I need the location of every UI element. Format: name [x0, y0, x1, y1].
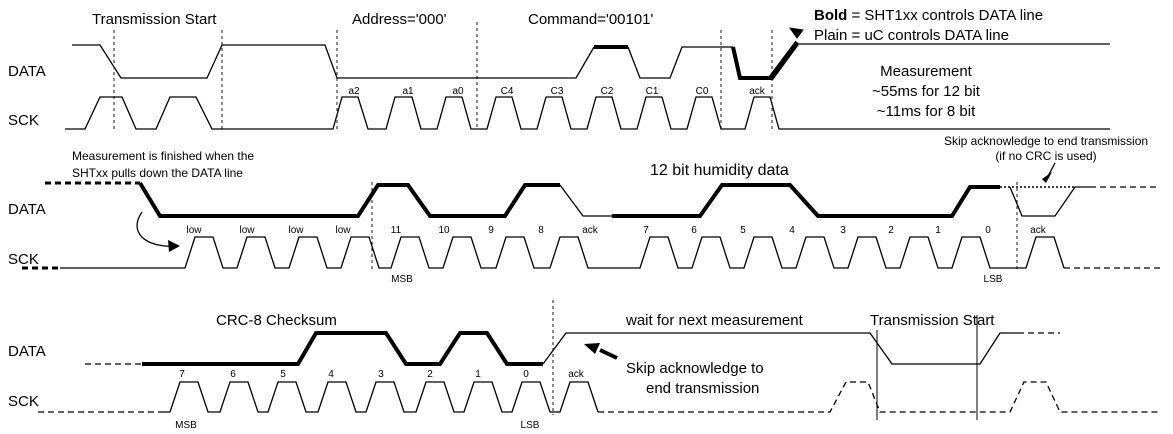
row3-bit-4: 4: [328, 369, 334, 380]
row1-sck: [65, 96, 1110, 130]
row2-data-label: DATA: [8, 201, 46, 218]
row1-bit-a1: a1: [402, 86, 414, 97]
row3-sck-label: SCK: [8, 393, 39, 410]
row-2-humidity: DATA SCK Measurement is finished when th…: [8, 149, 1160, 285]
row1-data-plain-a: [72, 44, 595, 79]
row2-bit-6: 6: [691, 225, 697, 236]
row3-lsb-label: LSB: [521, 420, 540, 431]
row2-bit-ack-2: ack: [1030, 225, 1047, 236]
legend-bold-rest: = SHT1xx controls DATA line: [847, 7, 1043, 24]
row2-bit-9: 9: [488, 225, 494, 236]
row1-data-label: DATA: [8, 63, 46, 80]
row3-data-bold: [142, 331, 543, 366]
row2-bit-low-3: low: [288, 225, 304, 236]
row1-bit-c3: C3: [551, 86, 564, 97]
row2-sck-label: SCK: [8, 251, 39, 268]
row3-skip-ack-pointer: [599, 348, 618, 360]
row1-skip-ack-note-2: (if no CRC is used): [995, 149, 1096, 163]
row1-measurement-12bit: ~55ms for 12 bit: [872, 83, 981, 100]
row2-humidity-title: 12 bit humidity data: [650, 162, 789, 179]
row1-data-bold-ack: [731, 42, 799, 80]
row3-skip-ack-note-2: end transmission: [646, 380, 759, 397]
row3-bit-1: 1: [475, 369, 481, 380]
row2-lsb-label: LSB: [984, 274, 1003, 285]
row2-bit-3: 3: [840, 225, 846, 236]
row3-bit-5: 5: [280, 369, 286, 380]
legend-bold-key: Bold: [814, 7, 847, 24]
row3-bit-0: 0: [523, 369, 529, 380]
row2-bit-low-4: low: [335, 225, 351, 236]
row3-skip-ack-note: Skip acknowledge to: [626, 360, 764, 377]
row2-bit-8: 8: [538, 225, 544, 236]
row-3-crc: DATA SCK CRC-8 Checksum wait for next me…: [8, 300, 1160, 431]
row2-bit-11: 11: [391, 225, 402, 236]
row1-bit-a0: a0: [452, 86, 464, 97]
row-1-command: DATA SCK Transmission Start Address='000…: [8, 11, 1148, 163]
legend-plain-line: Plain = uC controls DATA line: [814, 27, 1009, 44]
row3-bit-7: 7: [179, 369, 185, 380]
row2-bit-0: 0: [985, 225, 991, 236]
row1-bit-c2: C2: [601, 86, 614, 97]
row2-bit-10: 10: [438, 225, 450, 236]
row2-bit-2: 2: [888, 225, 894, 236]
row3-bit-3: 3: [378, 369, 384, 380]
row1-bit-c0: C0: [696, 86, 709, 97]
row1-measurement-title: Measurement: [880, 63, 973, 80]
row2-bit-low-1: low: [186, 225, 202, 236]
row2-bit-4: 4: [789, 225, 795, 236]
row1-bit-ack: ack: [749, 86, 766, 97]
row2-bit-5: 5: [740, 225, 746, 236]
row2-skip-ack-pointer: [1045, 162, 1056, 181]
row3-bit-ack: ack: [568, 369, 585, 380]
row3-sck-dashed-end: [598, 381, 1160, 413]
row3-bit-6: 6: [230, 369, 236, 380]
row2-bit-7: 7: [643, 225, 649, 236]
row2-curved-arrowhead: [168, 240, 180, 252]
row3-skip-ack-arrowhead: [584, 343, 600, 354]
row1-bit-c1: C1: [646, 86, 659, 97]
row2-data-bold-b: [612, 183, 1000, 218]
row2-bit-ack-1: ack: [582, 225, 599, 236]
row3-transmission-start: Transmission Start: [870, 312, 995, 329]
row3-crc-title: CRC-8 Checksum: [216, 312, 337, 329]
row2-bit-low-2: low: [239, 225, 255, 236]
row2-data-plain-ack: [559, 184, 612, 217]
row1-transmission-start: Transmission Start: [92, 11, 217, 28]
row3-bit-2: 2: [427, 369, 433, 380]
row3-data-label: DATA: [8, 343, 46, 360]
row3-msb-label: MSB: [175, 420, 197, 431]
row3-sck: [160, 381, 599, 413]
legend: Bold = SHT1xx controls DATA line Plain =…: [768, 7, 1043, 80]
legend-arrowhead: [788, 27, 804, 39]
row3-data-plain: [542, 332, 1018, 365]
row2-finished-note: Measurement is finished when the: [72, 149, 254, 163]
row2-bit-1: 1: [935, 225, 941, 236]
legend-bold-line: Bold = SHT1xx controls DATA line: [814, 7, 1043, 24]
row1-sck-label: SCK: [8, 112, 39, 129]
row1-address: Address='000': [352, 11, 447, 28]
row3-wait: wait for next measurement: [625, 312, 804, 329]
row2-curved-arrow: [136, 211, 177, 247]
row1-data-plain-b: [627, 46, 733, 79]
row1-measurement-8bit: ~11ms for 8 bit: [877, 103, 976, 120]
row2-data-bold-a: [138, 181, 560, 218]
row2-data-plain-end: [1009, 186, 1090, 217]
row1-bit-a2: a2: [348, 86, 360, 97]
row2-sck: [60, 236, 1065, 269]
row1-bit-c4: C4: [501, 86, 514, 97]
row1-skip-ack-note: Skip acknowledge to end transmission: [944, 134, 1148, 148]
row2-msb-label: MSB: [391, 274, 413, 285]
row1-command: Command='00101': [528, 11, 654, 28]
row2-finished-note-2: SHTxx pulls down the DATA line: [72, 166, 243, 180]
